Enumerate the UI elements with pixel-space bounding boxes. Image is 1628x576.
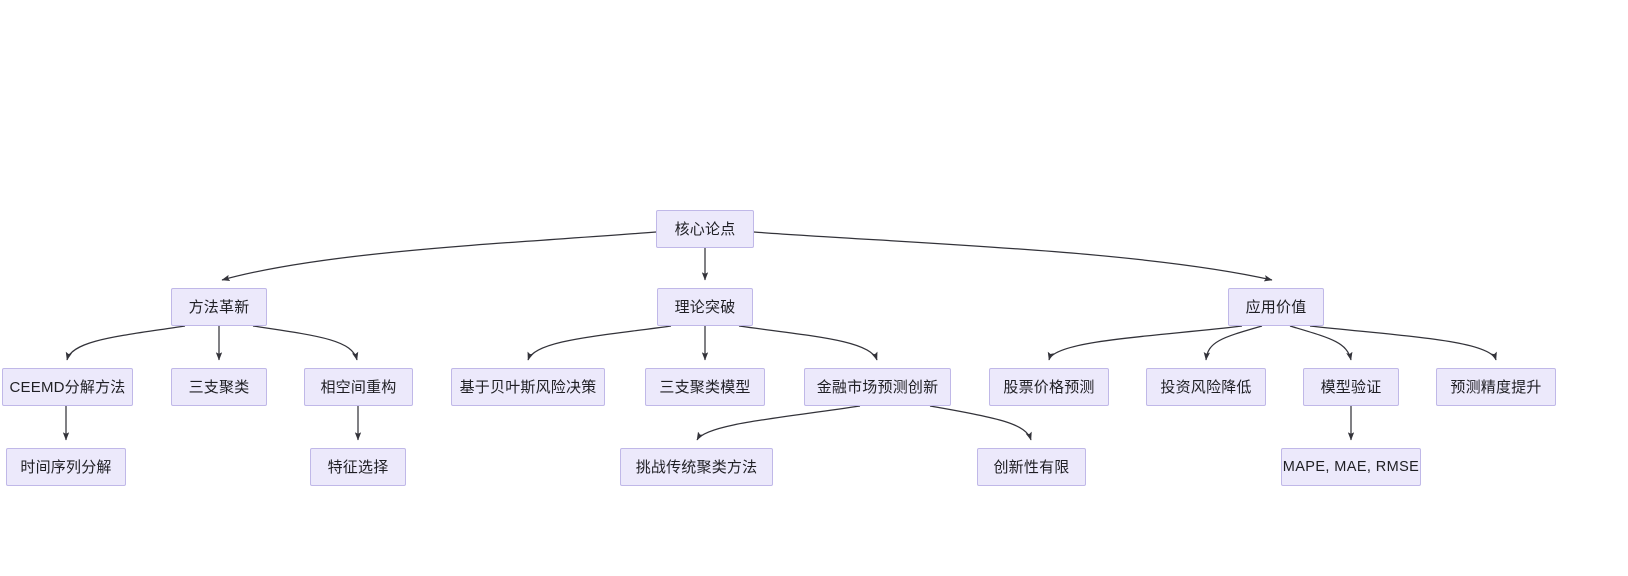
edge-group — [62, 231, 1497, 441]
node-theory[interactable]: 理论突破 — [657, 288, 753, 326]
node-featsel[interactable]: 特征选择 — [310, 448, 406, 486]
node-ceemd[interactable]: CEEMD分解方法 — [2, 368, 133, 406]
node-label-stockpred: 股票价格预测 — [1003, 378, 1095, 396]
node-modelvalid[interactable]: 模型验证 — [1303, 368, 1399, 406]
node-threeway[interactable]: 三支聚类 — [171, 368, 267, 406]
node-label-twmodel: 三支聚类模型 — [659, 378, 751, 396]
node-label-riskdown: 投资风险降低 — [1160, 378, 1252, 396]
edge-root-to-method — [221, 231, 657, 282]
node-riskdown[interactable]: 投资风险降低 — [1146, 368, 1266, 406]
edge-method-to-phasespace — [252, 325, 359, 361]
node-method[interactable]: 方法革新 — [171, 288, 267, 326]
node-label-tsdecomp: 时间序列分解 — [20, 458, 112, 476]
node-label-limited: 创新性有限 — [993, 458, 1070, 476]
edge-theory-to-fininnov — [738, 325, 878, 361]
edge-application-to-stockpred — [1047, 325, 1243, 361]
node-label-ceemd: CEEMD分解方法 — [9, 378, 126, 396]
edge-method-to-ceemd — [65, 325, 186, 361]
node-label-application: 应用价值 — [1245, 298, 1307, 316]
node-label-bayes: 基于贝叶斯风险决策 — [459, 378, 597, 396]
node-accuracy[interactable]: 预测精度提升 — [1436, 368, 1556, 406]
edge-application-to-modelvalid — [1289, 325, 1353, 361]
node-label-challenge: 挑战传统聚类方法 — [635, 458, 758, 476]
node-application[interactable]: 应用价值 — [1228, 288, 1324, 326]
node-label-root: 核心论点 — [674, 220, 736, 238]
node-label-method: 方法革新 — [188, 298, 250, 316]
node-tsdecomp[interactable]: 时间序列分解 — [6, 448, 126, 486]
node-label-fininnov: 金融市场预测创新 — [816, 378, 939, 396]
edge-fininnov-to-limited — [929, 405, 1032, 441]
node-label-threeway: 三支聚类 — [188, 378, 250, 396]
node-label-featsel: 特征选择 — [327, 458, 389, 476]
node-fininnov[interactable]: 金融市场预测创新 — [804, 368, 951, 406]
node-label-metrics: MAPE, MAE, RMSE — [1282, 458, 1420, 475]
node-label-accuracy: 预测精度提升 — [1450, 378, 1542, 396]
node-challenge[interactable]: 挑战传统聚类方法 — [620, 448, 773, 486]
node-limited[interactable]: 创新性有限 — [977, 448, 1086, 486]
node-root[interactable]: 核心论点 — [656, 210, 754, 248]
node-bayes[interactable]: 基于贝叶斯风险决策 — [451, 368, 605, 406]
node-metrics[interactable]: MAPE, MAE, RMSE — [1281, 448, 1421, 486]
edge-fininnov-to-challenge — [696, 405, 861, 441]
node-label-theory: 理论突破 — [674, 298, 736, 316]
edge-theory-to-bayes — [527, 325, 672, 361]
edge-application-to-riskdown — [1203, 325, 1263, 361]
node-stockpred[interactable]: 股票价格预测 — [989, 368, 1109, 406]
edge-root-to-application — [753, 231, 1273, 282]
edge-application-to-accuracy — [1309, 325, 1497, 361]
node-label-phasespace: 相空间重构 — [320, 378, 397, 396]
node-phasespace[interactable]: 相空间重构 — [304, 368, 413, 406]
node-twmodel[interactable]: 三支聚类模型 — [645, 368, 765, 406]
node-label-modelvalid: 模型验证 — [1320, 378, 1382, 396]
